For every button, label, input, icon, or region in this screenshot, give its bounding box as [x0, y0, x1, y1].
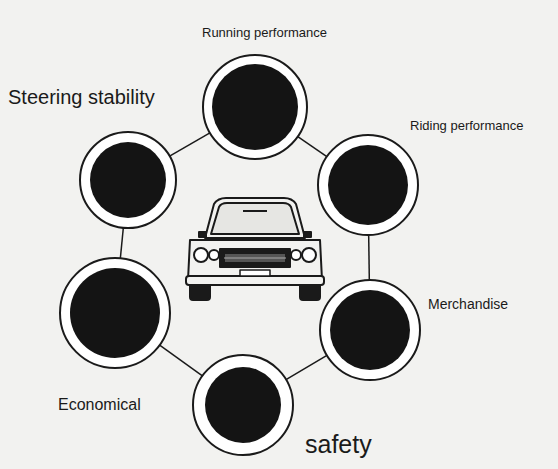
circle-outline	[191, 353, 295, 457]
feature-circle: Riding performance	[316, 133, 420, 237]
feature-label: Economical	[58, 396, 141, 414]
feature-label: safety	[305, 431, 372, 459]
ring-connector	[368, 235, 370, 280]
ring-connector	[286, 355, 327, 379]
ring-connector	[160, 345, 203, 376]
circle-outline	[318, 278, 422, 382]
circle-outline	[58, 256, 172, 370]
feature-label: Running performance	[202, 26, 327, 40]
circle-outline	[316, 133, 420, 237]
feature-circle: Steering stability	[78, 130, 178, 230]
feature-circle: Economical	[58, 256, 172, 370]
feature-circle: safety	[191, 353, 295, 457]
feature-label: Riding performance	[410, 119, 523, 133]
ring-connector	[298, 137, 327, 157]
circle-outline	[78, 130, 178, 230]
ring-connector	[120, 228, 123, 258]
ring-connector	[170, 133, 210, 156]
feature-circle: Merchandise	[318, 278, 422, 382]
feature-label: Steering stability	[8, 86, 155, 108]
feature-label: Merchandise	[428, 297, 508, 312]
circle-outline	[201, 53, 309, 161]
feature-circle: Running performance	[201, 53, 309, 161]
